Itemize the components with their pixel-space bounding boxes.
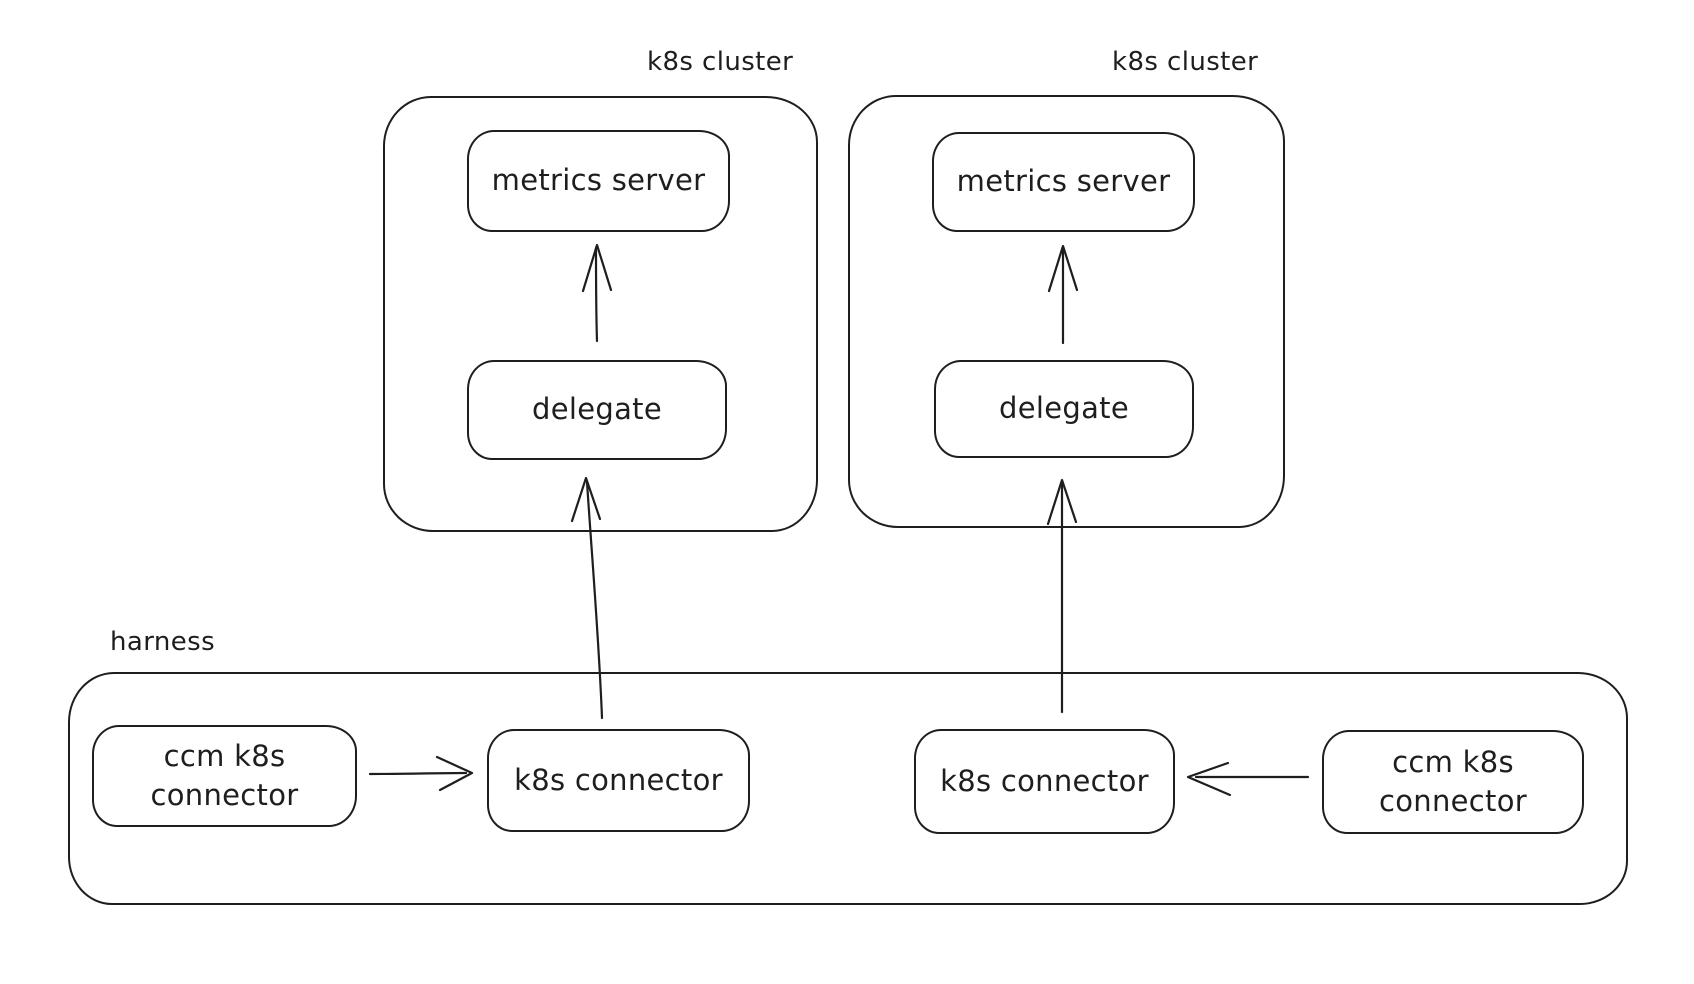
cluster-2-label: k8s cluster — [1112, 47, 1259, 77]
cluster-1-label: k8s cluster — [647, 47, 794, 77]
ccm-k8s-connector-left-node: ccm k8s connector — [92, 725, 357, 827]
harness-label: harness — [110, 627, 216, 657]
delegate-1-label: delegate — [532, 392, 662, 427]
ccm-k8s-connector-right-label: ccm k8s connector — [1379, 744, 1527, 818]
delegate-1-node: delegate — [467, 360, 727, 460]
k8s-connector-left-node: k8s connector — [487, 729, 750, 832]
delegate-2-node: delegate — [934, 360, 1194, 458]
k8s-connector-right-label: k8s connector — [940, 763, 1149, 798]
cluster-1-frame: metrics server delegate — [383, 96, 818, 532]
metrics-server-2-node: metrics server — [932, 132, 1195, 232]
metrics-server-1-label: metrics server — [491, 163, 706, 198]
cluster-2-frame: metrics server delegate — [848, 95, 1285, 528]
k8s-connector-left-label: k8s connector — [514, 762, 723, 797]
ccm-k8s-connector-left-label: ccm k8s connector — [150, 738, 299, 812]
metrics-server-1-node: metrics server — [467, 130, 730, 232]
k8s-connector-right-node: k8s connector — [914, 729, 1175, 834]
delegate-2-label: delegate — [999, 391, 1129, 426]
harness-frame: ccm k8s connector k8s connector k8s conn… — [68, 672, 1628, 905]
metrics-server-2-label: metrics server — [956, 164, 1171, 199]
ccm-k8s-connector-right-node: ccm k8s connector — [1322, 730, 1584, 834]
